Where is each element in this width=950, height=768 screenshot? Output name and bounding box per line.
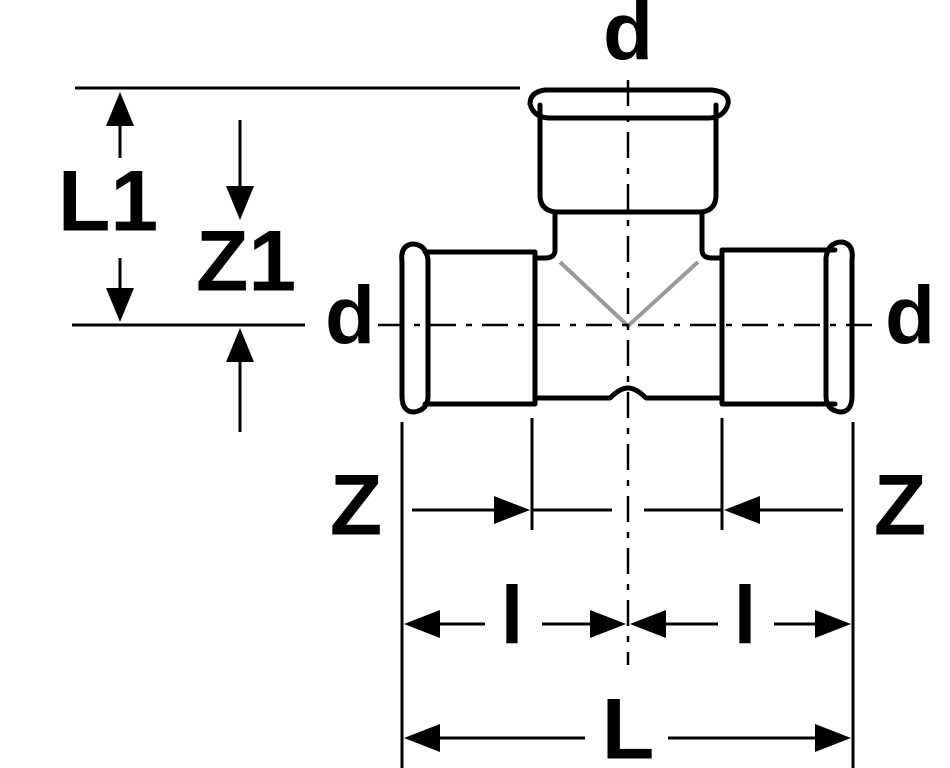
left-socket-bead [399, 241, 431, 415]
label-right-d: d [885, 271, 935, 362]
labels: d d d L1 Z1 Z Z l l L [58, 0, 935, 768]
Z-left-arrow [494, 496, 530, 524]
dimension-L [404, 724, 851, 752]
dimension-L1 [106, 92, 134, 322]
l-right-end-arrow [815, 610, 851, 638]
label-Z-left: Z [330, 458, 383, 554]
label-l-left: l [501, 571, 524, 662]
extension-lines [72, 86, 855, 768]
Z1-arrow-down [226, 186, 254, 220]
dimension-Z [412, 496, 843, 524]
top-branch-neck [532, 209, 558, 261]
label-Z1: Z1 [196, 214, 296, 310]
left-socket [422, 249, 538, 407]
centre-lines [378, 80, 880, 665]
Z1-arrow-up [226, 328, 254, 362]
L-right-arrow [815, 724, 851, 752]
L1-arrow-up [106, 92, 134, 126]
l-left-end-arrow [590, 610, 626, 638]
label-Z-right: Z [874, 458, 927, 554]
label-left-d: d [325, 271, 375, 362]
label-l-right: l [734, 571, 757, 662]
tee-fitting-body [399, 87, 855, 415]
run-body-bottom [532, 385, 725, 401]
label-L1: L1 [58, 154, 158, 250]
L1-arrow-down [106, 288, 134, 322]
right-socket [719, 247, 838, 407]
label-top-d: d [603, 0, 653, 78]
L-left-arrow [404, 724, 440, 752]
dimension-Z1 [226, 120, 254, 432]
dimension-l [404, 610, 851, 638]
label-L: L [602, 682, 655, 768]
top-branch-neck-right [699, 209, 725, 261]
top-socket [537, 102, 719, 215]
right-socket-bead [823, 239, 855, 415]
Z-right-arrow [724, 496, 760, 524]
l-left-start-arrow [404, 610, 440, 638]
top-socket-bead [527, 87, 731, 121]
l-right-start-arrow [630, 610, 666, 638]
